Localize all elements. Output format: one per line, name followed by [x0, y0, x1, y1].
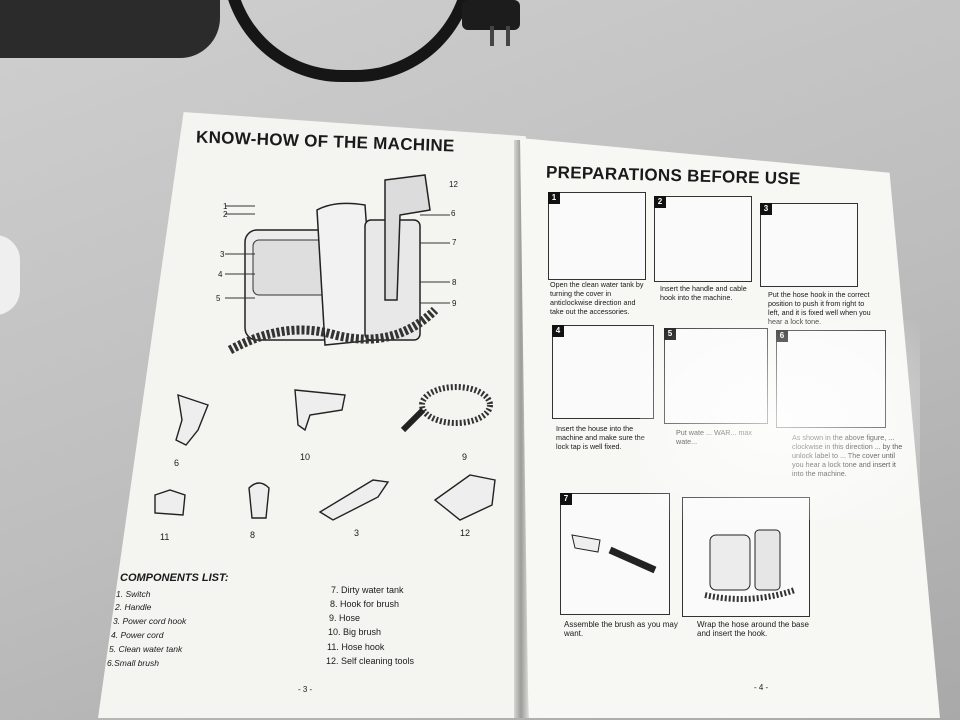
brush-hook-drawing [248, 482, 270, 519]
step-2-image [654, 196, 752, 282]
component-item: 8. Hook for brush [330, 599, 400, 609]
step-5-image [664, 328, 768, 424]
plug-prong [490, 26, 494, 46]
component-item: 2. Handle [115, 602, 152, 612]
callout-12: 12 [449, 180, 458, 189]
machine-illustration [225, 174, 450, 354]
self-cleaning-tool-drawing [433, 474, 496, 521]
plug-prong [506, 26, 510, 46]
white-object [0, 235, 20, 315]
part-label-9: 9 [462, 452, 468, 462]
callout-9: 9 [452, 299, 457, 308]
brush-assembly-drawing [571, 534, 657, 574]
step-8-caption: Wrap the hose around the base and insert… [697, 620, 809, 638]
part-label-8: 8 [250, 530, 256, 540]
component-item: 5. Clean water tank [109, 644, 183, 654]
step-4-badge: 4 [552, 325, 564, 337]
callout-5: 5 [216, 294, 221, 303]
big-brush-drawing [294, 389, 346, 432]
power-cord-hook-drawing [318, 479, 390, 521]
component-item: 11. Hose hook [327, 642, 385, 652]
dark-mat [0, 0, 220, 58]
component-item: 7. Dirty water tank [331, 585, 404, 595]
step-3-badge: 3 [760, 203, 772, 215]
part-label-6: 6 [174, 458, 180, 468]
step-4-caption: Insert the house into the machine and ma… [556, 424, 645, 451]
component-item: 10. Big brush [328, 627, 382, 637]
component-item: 9. Hose [329, 613, 361, 623]
part-label-3: 3 [354, 528, 360, 538]
callout-8: 8 [452, 278, 457, 287]
step-2-caption: Insert the handle and cable hook into th… [660, 284, 747, 302]
component-item: 12. Self cleaning tools [326, 656, 415, 666]
components-list-title: COMPONENTS LIST: [120, 572, 229, 584]
step-3-image [760, 203, 858, 287]
callout-7: 7 [452, 238, 457, 247]
small-brush-drawing [175, 393, 209, 446]
step-1-image [548, 192, 646, 280]
step-1-caption: Open the clean water tank by turning the… [550, 280, 644, 316]
step-7-caption: Assemble the brush as you may want. [564, 620, 678, 638]
page-number-left: - 3 - [298, 685, 313, 694]
callout-4: 4 [218, 270, 223, 279]
hose-drawing [400, 384, 493, 433]
callout-3: 3 [220, 250, 225, 259]
step-1-badge: 1 [548, 192, 560, 204]
step-7-badge: 7 [560, 493, 572, 505]
step-6-image [776, 330, 886, 428]
step-6-caption: As shown in the above figure, ... clockw… [792, 433, 903, 478]
step-4-image [552, 325, 654, 419]
component-item: 3. Power cord hook [113, 616, 187, 626]
callout-2: 2 [223, 210, 228, 219]
callout-6: 6 [451, 209, 456, 218]
callout-1: 1 [223, 202, 228, 211]
page-number-right: - 4 - [754, 683, 769, 692]
part-label-10: 10 [300, 452, 311, 462]
step-3-caption: Put the hose hook in the correct positio… [768, 290, 871, 326]
step-5-caption: Put wate ... WAR... max wate... [676, 428, 753, 446]
step-6-badge: 6 [776, 330, 788, 342]
part-label-12: 12 [460, 528, 471, 538]
power-plug [462, 0, 520, 30]
component-item: 1. Switch [116, 589, 151, 599]
part-label-11: 11 [160, 532, 170, 542]
step-2-badge: 2 [654, 196, 666, 208]
step-5-badge: 5 [664, 328, 676, 340]
hose-wrap-drawing [704, 529, 796, 602]
component-item: 6.Small brush [107, 658, 159, 668]
hose-hook-drawing [154, 489, 186, 516]
component-item: 4. Power cord [111, 630, 164, 640]
